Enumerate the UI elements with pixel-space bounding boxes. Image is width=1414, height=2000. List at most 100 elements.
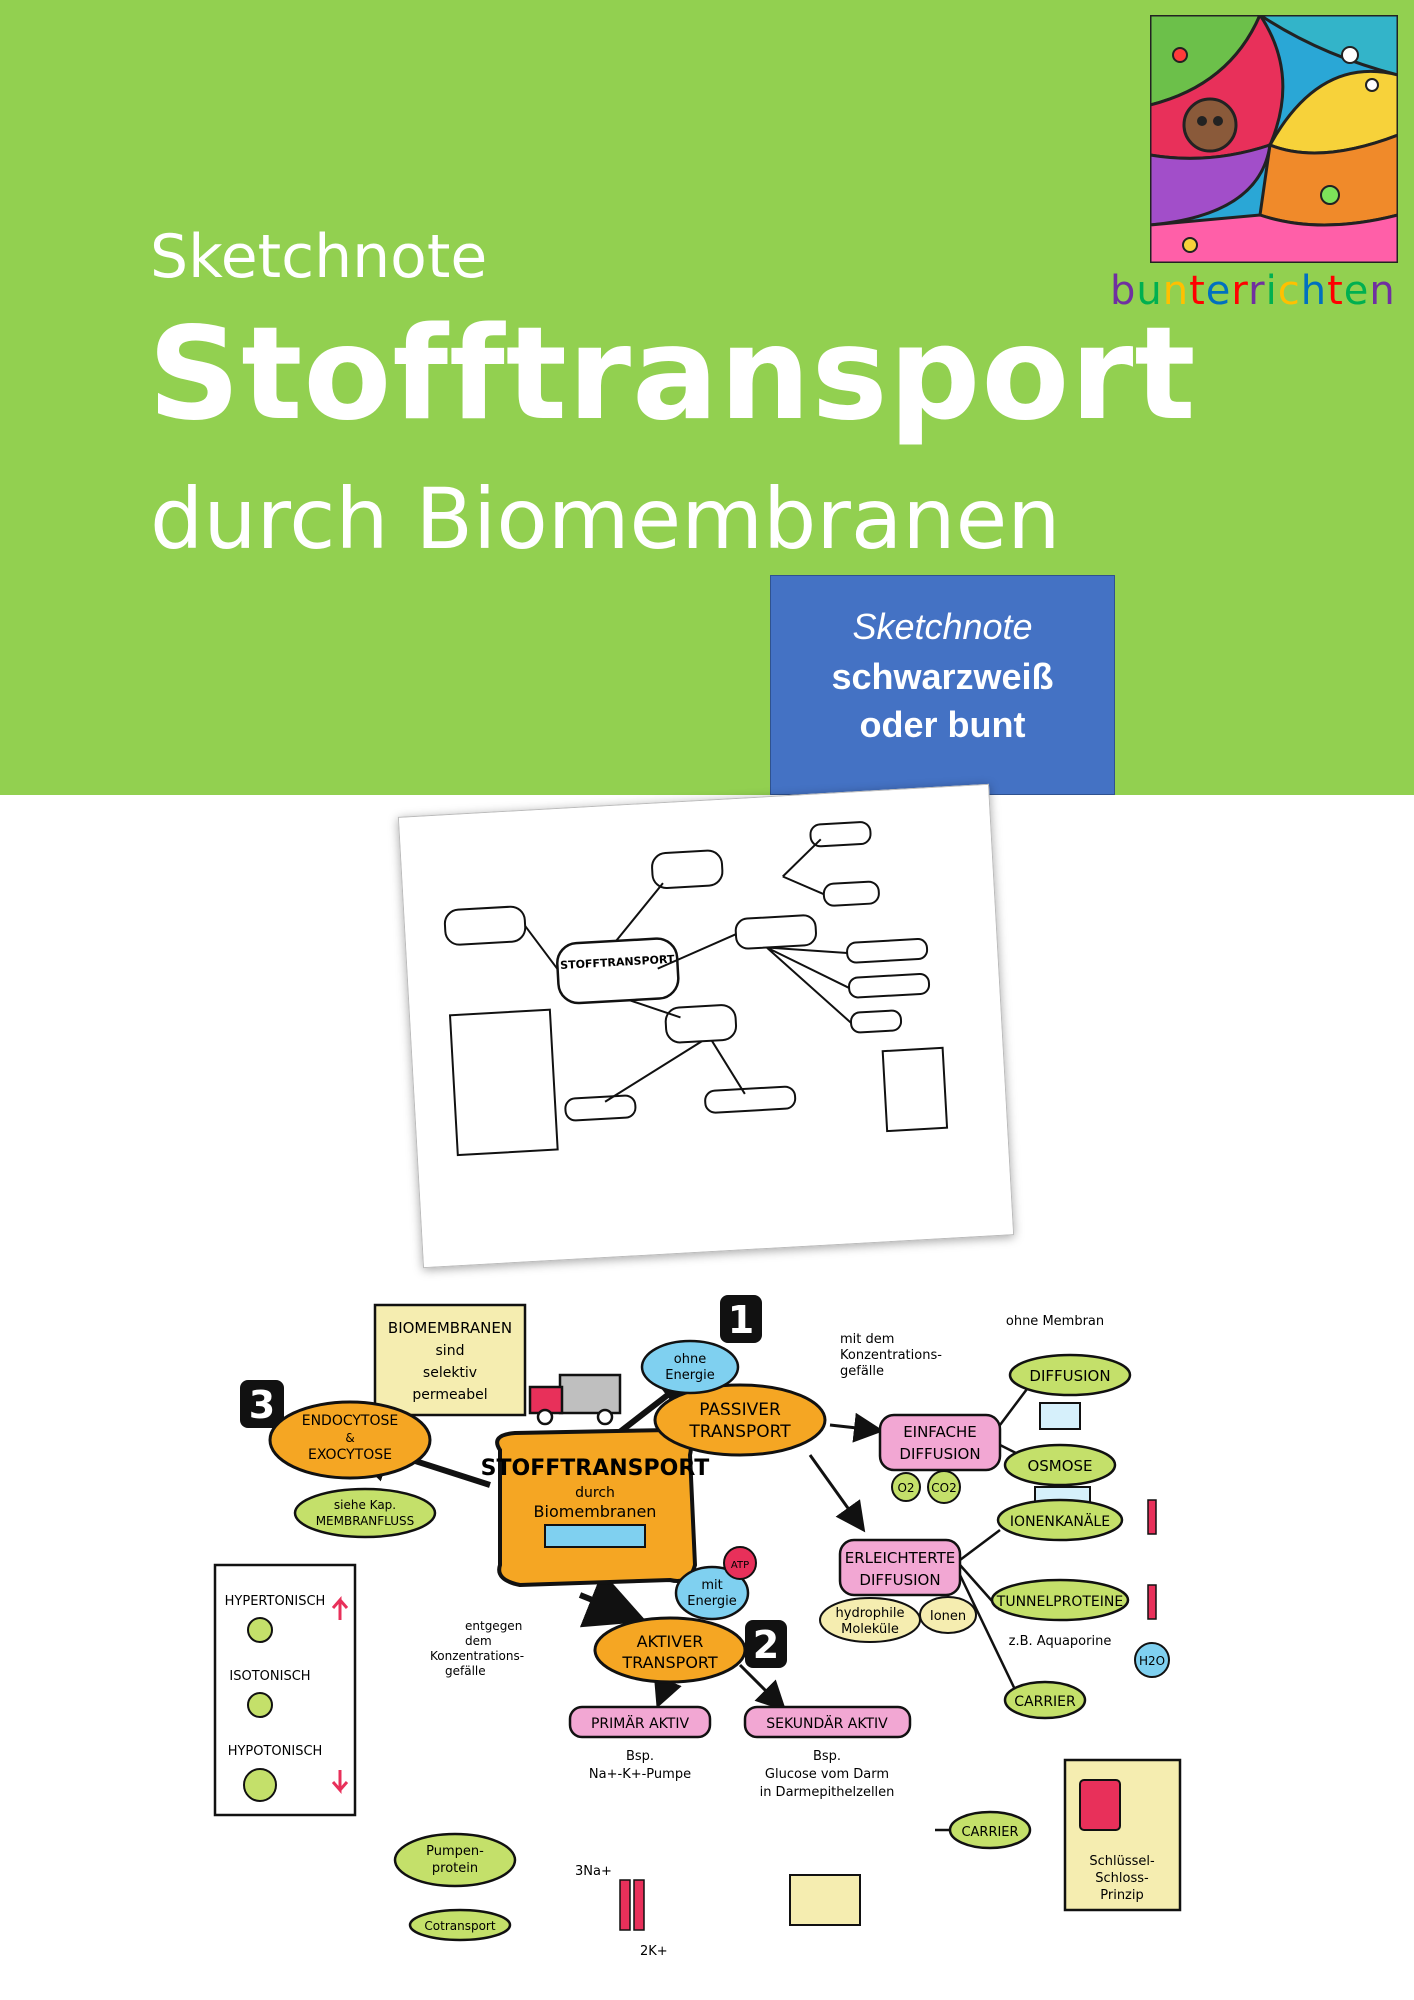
gradient-with-2: Konzentrations- <box>840 1348 942 1363</box>
diffusion-beaker <box>1039 1402 1081 1430</box>
cell-hyper-icon <box>247 1617 273 1643</box>
lock-key-3: Prinzip <box>1100 1888 1144 1903</box>
brand-letter: n <box>1369 268 1396 314</box>
example-primary-1: Bsp. <box>626 1749 654 1764</box>
brand-letter: t <box>1189 268 1206 314</box>
info-box: Sketchnote schwarzweiß oder bunt <box>770 575 1115 795</box>
no-energy-bubble <box>640 1339 740 1395</box>
lock-key-2: Schloss- <box>1095 1871 1149 1886</box>
endo-1: ENDOCYTOSE <box>302 1413 399 1429</box>
brand-letter: h <box>1300 268 1328 314</box>
brand-letter: c <box>1277 268 1301 314</box>
sketchnote-color: STOFFTRANSPORT durch Biomembranen BIOMEM… <box>213 1295 1182 1959</box>
pump-protein-2: protein <box>432 1861 478 1876</box>
arrow-to-facilitated <box>808 1454 866 1533</box>
brand-letter: t <box>1327 268 1344 314</box>
carrier-secondary-pill <box>948 1810 1032 1850</box>
carrier-secondary-label: CARRIER <box>961 1825 1018 1840</box>
ions-label: Ionen <box>930 1609 966 1624</box>
cotransport-label: Cotransport <box>424 1919 495 1933</box>
brand-letter: r <box>1248 268 1266 314</box>
without-membrane: ohne Membran <box>1006 1314 1104 1329</box>
brand-wordmark: bunterrichten <box>1110 268 1396 314</box>
carrier-pill <box>1003 1680 1087 1720</box>
example-secondary-1: Bsp. <box>813 1749 841 1764</box>
sodium-label: 3Na+ <box>575 1864 612 1879</box>
badge-3 <box>240 1380 284 1428</box>
tonicity-hypo: HYPOTONISCH <box>228 1744 323 1759</box>
arrow-up-icon <box>331 1596 349 1620</box>
hub-sub-2: Biomembranen <box>534 1502 657 1521</box>
hydrophilic-2: Moleküle <box>841 1622 899 1637</box>
pump-icon-1 <box>619 1879 631 1931</box>
example-primary-2: Na+-K+-Pumpe <box>589 1767 691 1782</box>
simple-diffusion-2: DIFFUSION <box>899 1445 980 1463</box>
passive-line-2: TRANSPORT <box>688 1422 791 1442</box>
o2-label: O2 <box>897 1481 914 1495</box>
note-line-2: sind <box>436 1343 465 1359</box>
brand-letter: r <box>1231 268 1249 314</box>
tonicity-iso: ISOTONISCH <box>229 1669 310 1684</box>
active-line-1: AKTIVER <box>637 1632 704 1651</box>
brand-letter: u <box>1136 268 1163 314</box>
badge-3-label: 3 <box>249 1383 275 1427</box>
with-energy-1: mit <box>701 1578 722 1593</box>
facilitated-1: ERLEICHTERTE <box>845 1549 956 1567</box>
badge-2 <box>745 1620 787 1668</box>
brand-letter: i <box>1265 268 1278 314</box>
atp-burst <box>723 1546 757 1580</box>
note-line-1: BIOMEMBRANEN <box>388 1319 512 1337</box>
line-to-ion-channels <box>959 1529 1001 1561</box>
carrier-label: CARRIER <box>1014 1694 1076 1710</box>
with-energy-2: Energie <box>687 1594 736 1609</box>
diffusion-pill <box>1008 1353 1132 1397</box>
tunnel-protein-icon <box>1147 1584 1157 1620</box>
hub-sub-1: durch <box>575 1485 615 1501</box>
gradient-against-1: entgegen <box>465 1619 522 1633</box>
active-line-2: TRANSPORT <box>621 1653 718 1672</box>
facilitated-box <box>838 1538 962 1597</box>
water-label: H2O <box>1139 1654 1165 1668</box>
cotransport-pill <box>408 1908 512 1942</box>
endo-3: EXOCYTOSE <box>308 1447 392 1463</box>
ion-channels-label: IONENKANÄLE <box>1010 1512 1110 1530</box>
simple-diffusion-1: EINFACHE <box>903 1423 977 1441</box>
info-line-2: schwarzweiß <box>831 656 1054 697</box>
line-to-diffusion <box>999 1384 1031 1426</box>
co2-label: CO2 <box>931 1481 956 1495</box>
primary-box <box>568 1705 712 1739</box>
passive-cloud <box>653 1383 827 1457</box>
note-card <box>373 1303 527 1417</box>
passive-line-1: PASSIVER <box>699 1400 781 1420</box>
simple-diffusion-box <box>878 1413 1002 1472</box>
no-energy-2: Energie <box>665 1368 714 1383</box>
see-chapter-2: MEMBRANFLUSS <box>316 1514 415 1528</box>
cell-hypo-icon <box>243 1768 277 1802</box>
lock-key-1: Schlüssel- <box>1089 1854 1155 1869</box>
primary-label: PRIMÄR AKTIV <box>591 1714 689 1732</box>
note-line-4: permeabel <box>412 1387 487 1403</box>
lock-icon <box>1079 1779 1121 1831</box>
potassium-label: 2K+ <box>640 1944 668 1959</box>
osmosis-label: OSMOSE <box>1027 1457 1092 1475</box>
water-bubble <box>1134 1642 1170 1678</box>
page-subtitle: durch Biomembranen <box>150 470 1061 568</box>
ion-channel-icon <box>1147 1499 1157 1535</box>
ion-channels-pill <box>996 1498 1124 1542</box>
co2-bubble <box>927 1470 961 1504</box>
info-line-3: oder bunt <box>859 704 1026 745</box>
secondary-box <box>743 1705 912 1739</box>
page-title: Stofftransport <box>148 300 1197 449</box>
gradient-with-1: mit dem <box>840 1332 894 1347</box>
note-line-3: selektiv <box>423 1365 477 1381</box>
no-energy-1: ohne <box>674 1352 706 1367</box>
pump-protein-1: Pumpen- <box>426 1844 484 1859</box>
pump-protein-bubble <box>393 1832 517 1888</box>
atp-label: ATP <box>731 1560 749 1571</box>
sketchnote-thumbnail-bw: STOFFTRANSPORT <box>397 783 1015 1269</box>
arrow-to-active <box>578 1571 647 1628</box>
brand-letter: e <box>1205 268 1232 314</box>
line-to-carrier <box>958 1574 1022 1701</box>
arrow-down-icon <box>331 1770 349 1794</box>
arrow-to-simple-diffusion <box>829 1412 884 1443</box>
